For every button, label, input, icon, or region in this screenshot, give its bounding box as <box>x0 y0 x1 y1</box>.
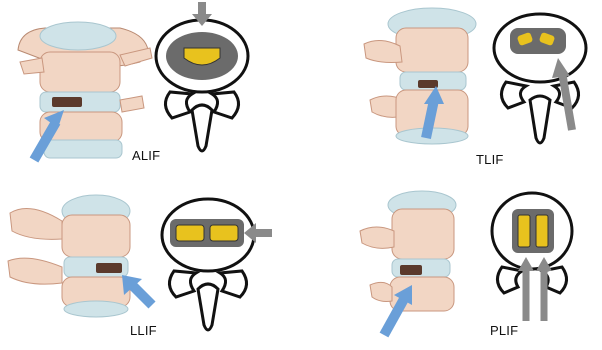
alif-cross-section <box>156 20 248 151</box>
plif-cross-section <box>492 193 572 293</box>
alif-label: ALIF <box>132 148 160 163</box>
tlif-vertebra-column <box>364 8 476 144</box>
plif-label: PLIF <box>490 323 518 338</box>
llif-vertebra-column <box>8 195 130 317</box>
alif-panel: ALIF <box>0 0 300 175</box>
llif-label: LLIF <box>130 323 157 338</box>
plif-illustration <box>300 175 602 350</box>
tlif-panel: TLIF <box>300 0 602 175</box>
tlif-label: TLIF <box>476 152 504 167</box>
llif-cross-section <box>162 199 254 330</box>
tlif-illustration <box>300 0 602 175</box>
llif-panel: LLIF <box>0 175 300 350</box>
plif-panel: PLIF <box>300 175 602 350</box>
alif-vertebra-column <box>18 22 152 158</box>
